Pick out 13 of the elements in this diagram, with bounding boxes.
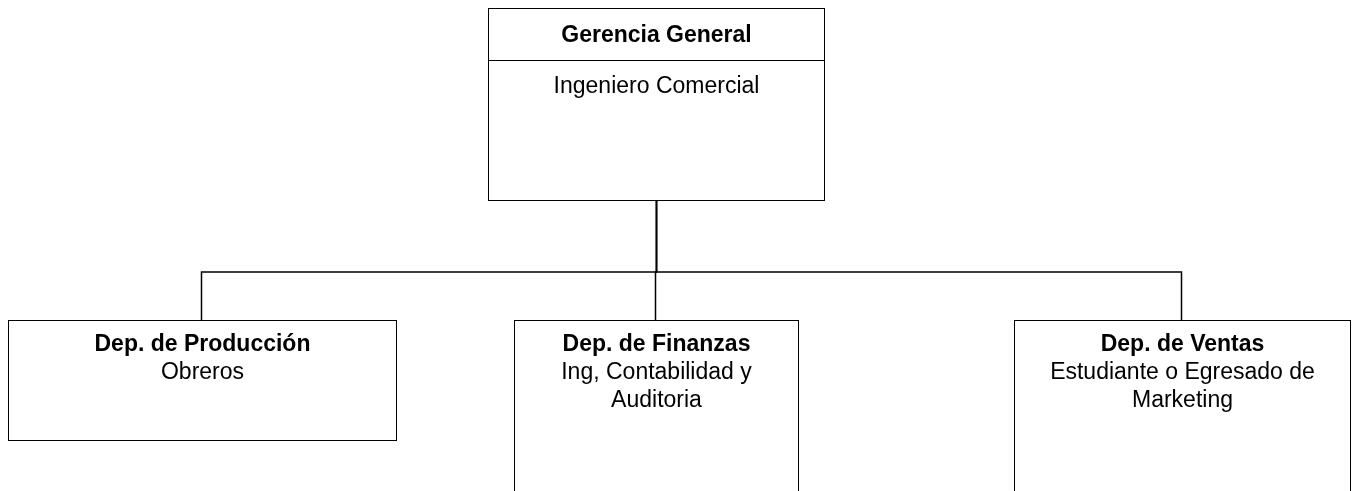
- org-box: [514, 320, 799, 491]
- connector-line: [655, 200, 1183, 321]
- box-description: Estudiante o Egresado de Marketing: [1049, 357, 1316, 413]
- box-description: Obreros: [159, 357, 246, 385]
- org-box: [8, 320, 397, 441]
- org-box: [488, 8, 825, 201]
- box-description: Ingeniero Comercial: [552, 70, 761, 99]
- box-heading: Dep. de Producción: [93, 329, 312, 357]
- org-box: [1014, 320, 1351, 491]
- box-description: Ing, Contabilidad y Auditoria: [560, 357, 753, 413]
- box-heading: Gerencia General: [489, 9, 824, 61]
- box-heading: Dep. de Ventas: [1099, 329, 1266, 357]
- box-heading: Dep. de Finanzas: [561, 329, 752, 357]
